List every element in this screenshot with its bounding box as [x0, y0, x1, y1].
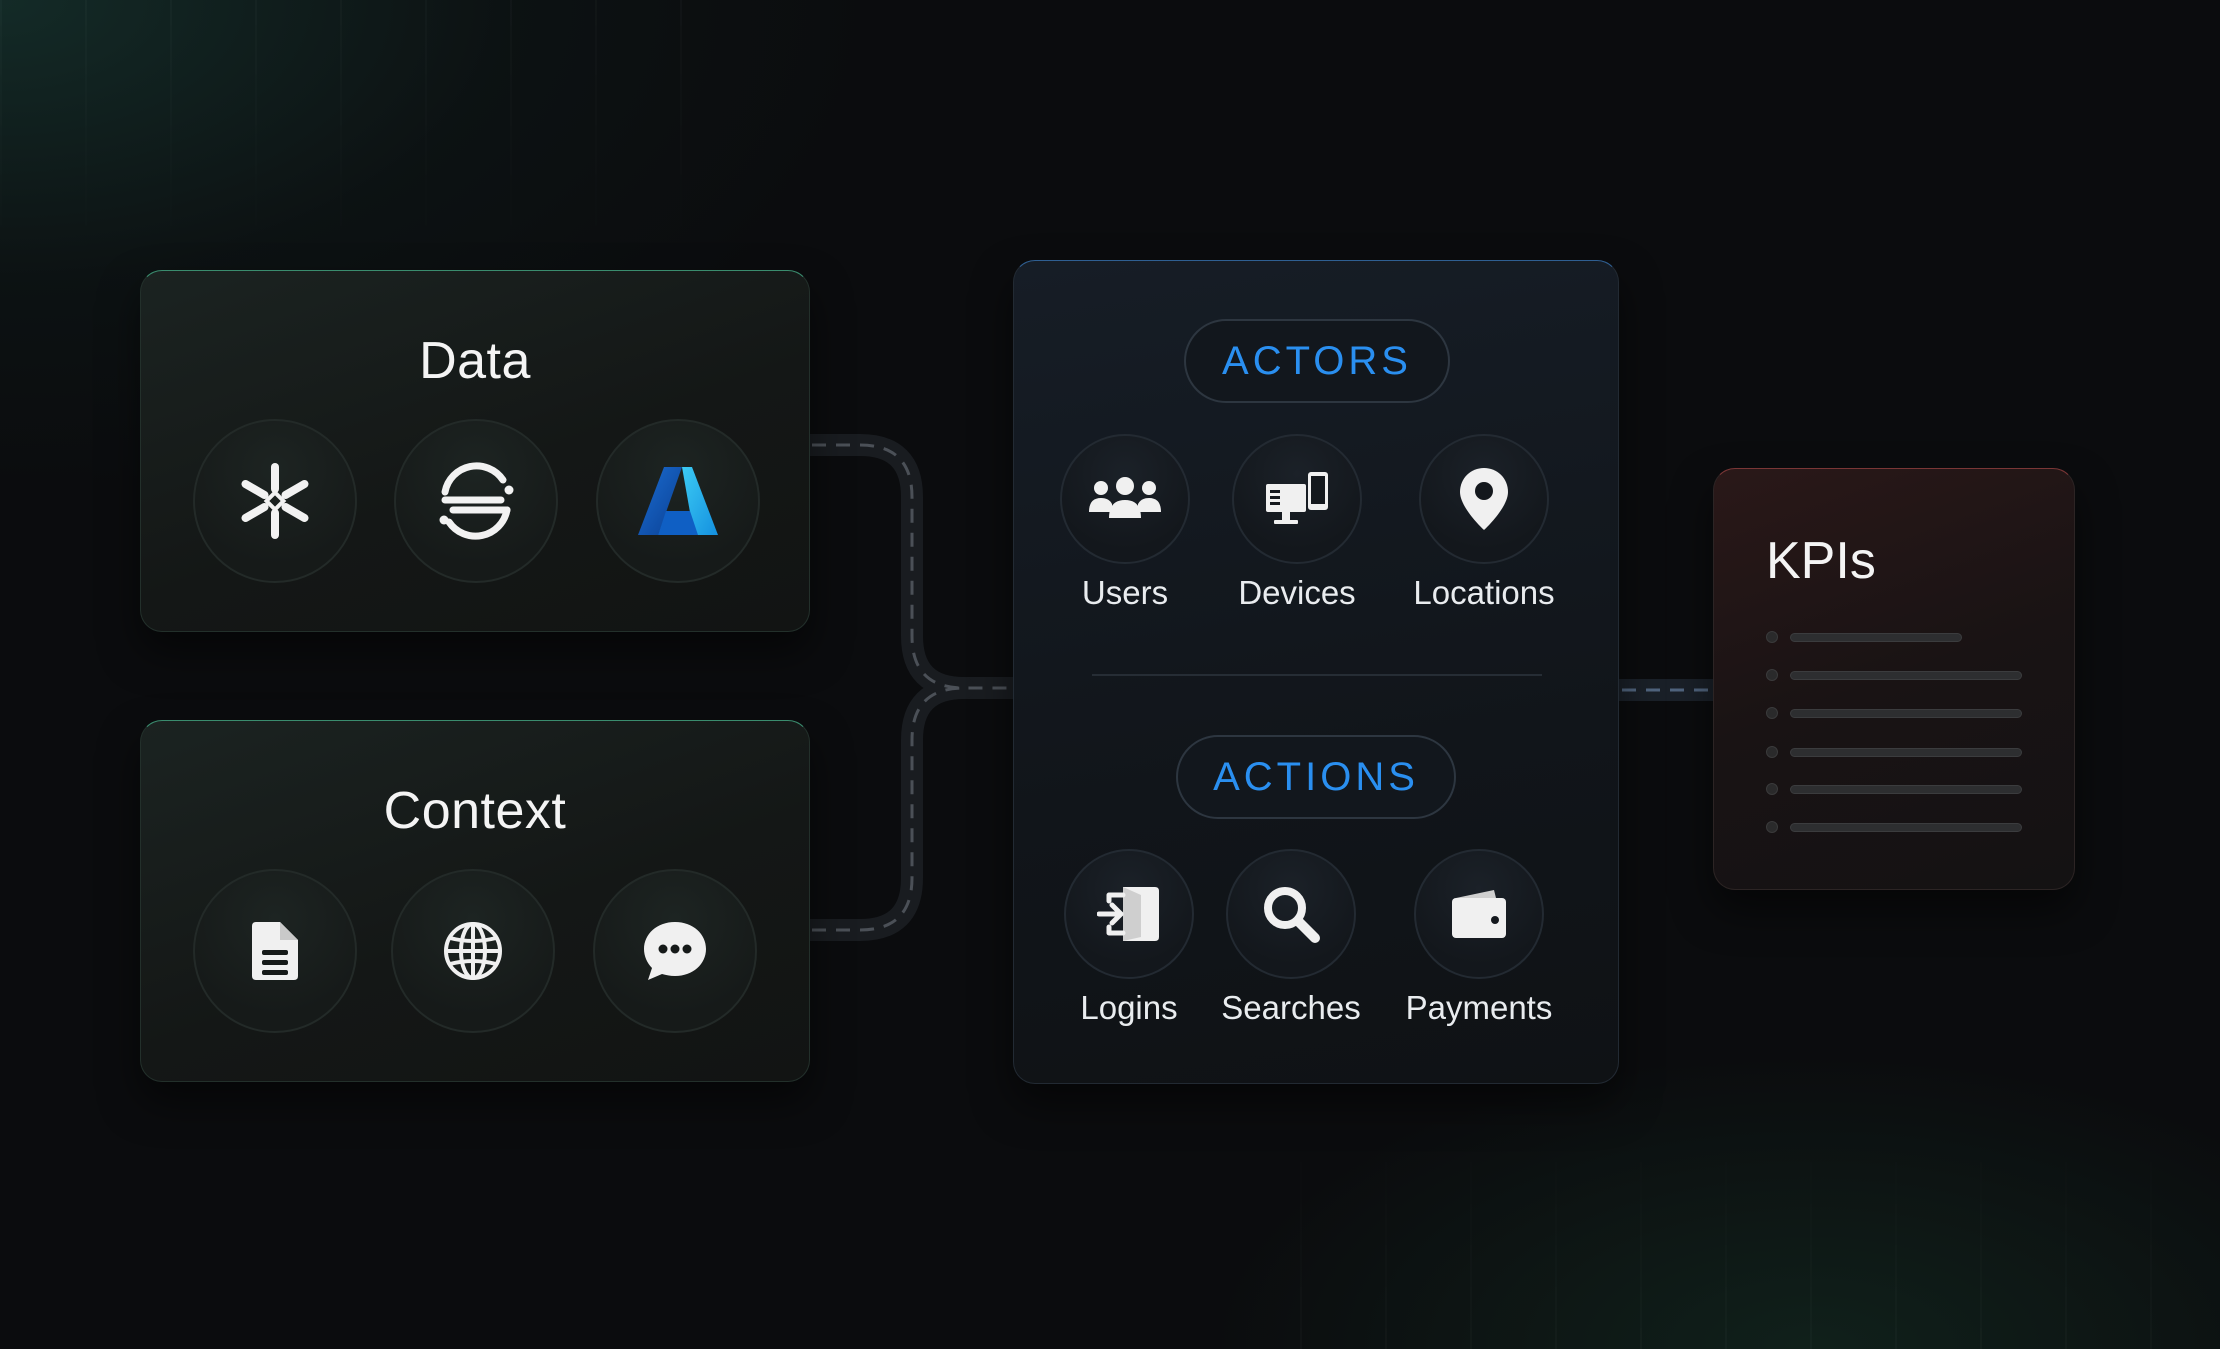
actors-pill: ACTORS	[1184, 319, 1450, 403]
kpi-bullet-icon	[1766, 746, 1778, 758]
actions-pill: ACTIONS	[1176, 735, 1456, 819]
actors-actions-card: ACTORS Users	[1013, 260, 1619, 1084]
logins-label: Logins	[1080, 989, 1178, 1026]
devices-icon	[1232, 434, 1362, 564]
kpi-placeholder-bar	[1790, 748, 2022, 757]
kpi-placeholder-bar	[1790, 671, 2022, 680]
context-card-title: Context	[383, 782, 567, 840]
segment-icon	[394, 419, 558, 583]
payments-label: Payments	[1405, 989, 1553, 1026]
locations-label: Locations	[1413, 574, 1555, 611]
section-divider	[1092, 674, 1542, 676]
login-icon	[1064, 849, 1194, 979]
background-lines-bottom	[1300, 1100, 2220, 1349]
kpi-bullet-icon	[1766, 707, 1778, 719]
kpi-bullet-icon	[1766, 631, 1778, 643]
wallet-icon	[1414, 849, 1544, 979]
background-glow-bottom-right	[1200, 1050, 2220, 1349]
kpi-bullet-icon	[1766, 821, 1778, 833]
kpi-placeholder-bar	[1790, 785, 2022, 794]
globe-icon	[391, 869, 555, 1033]
background-lines-top	[0, 0, 700, 300]
searches-label: Searches	[1221, 989, 1361, 1026]
chat-bubble-icon	[593, 869, 757, 1033]
users-icon	[1060, 434, 1190, 564]
kpi-bullet-icon	[1766, 669, 1778, 681]
context-card: Context	[140, 720, 810, 1082]
location-pin-icon	[1419, 434, 1549, 564]
users-label: Users	[1081, 574, 1169, 611]
kpi-card-title: KPIs	[1766, 532, 1876, 590]
data-card: Data	[140, 270, 810, 632]
devices-label: Devices	[1238, 574, 1356, 611]
kpi-placeholder-bar	[1790, 633, 1962, 642]
snowflake-icon	[193, 419, 357, 583]
search-icon	[1226, 849, 1356, 979]
kpi-bullet-icon	[1766, 783, 1778, 795]
data-card-title: Data	[419, 332, 531, 390]
kpi-placeholder-bar	[1790, 823, 2022, 832]
connector-context-path	[799, 677, 975, 941]
kpi-placeholder-bar	[1790, 709, 2022, 718]
kpi-card: KPIs	[1713, 468, 2075, 890]
document-icon	[193, 869, 357, 1033]
azure-icon	[596, 419, 760, 583]
connector-data-path	[799, 434, 1024, 699]
